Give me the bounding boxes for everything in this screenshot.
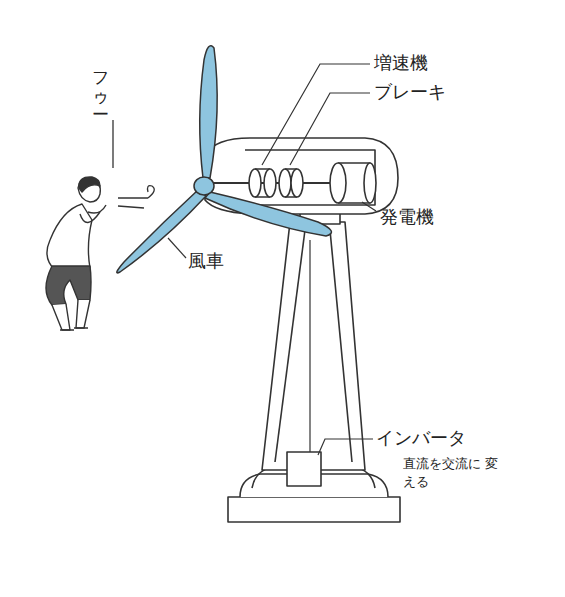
part-label: 増速機: [374, 52, 428, 74]
note-text: 直流を交流に 変える: [403, 455, 503, 490]
part-label: ブレーキ: [374, 81, 446, 103]
part-label: 発電機: [380, 206, 434, 228]
part-label: 風車: [188, 250, 224, 272]
sound-text: フゥー: [92, 68, 109, 124]
part-label: インバータ: [376, 427, 466, 449]
